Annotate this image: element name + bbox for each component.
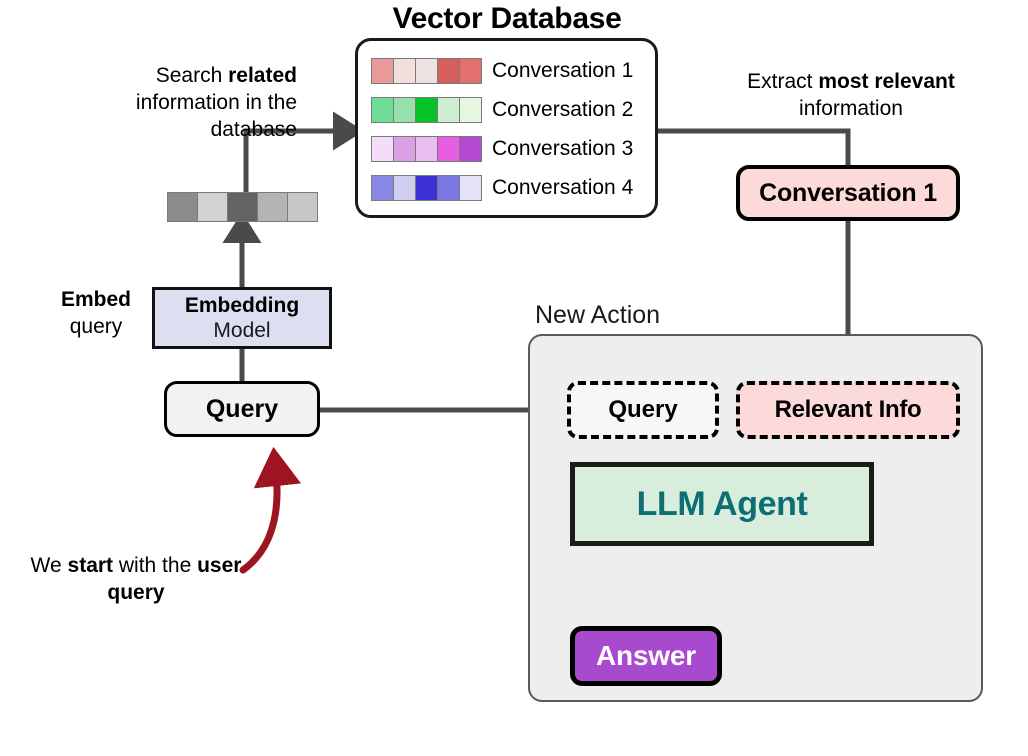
vector-cell-2: [393, 97, 416, 123]
vector-cell-4: [437, 97, 460, 123]
vector-cell-1: [371, 136, 394, 162]
vector-cell-3: [415, 97, 438, 123]
embedding-model-line1: Embedding: [184, 294, 300, 317]
vector-cell-4: [437, 136, 460, 162]
caption-embed-post: query: [69, 315, 123, 338]
caption-start-pre: We: [30, 554, 68, 577]
vector-cell-3: [415, 136, 438, 162]
vector-cell-1: [371, 97, 394, 123]
retrieved-conversation-box[interactable]: Conversation 1: [736, 165, 960, 221]
caption-start-bold: start: [67, 554, 114, 577]
conversation-4-vector: [371, 175, 482, 201]
vector-cell-1: [371, 175, 394, 201]
caption-search-post: information in the database: [135, 91, 297, 141]
caption-extract-relevant: Extract most relevant information: [740, 68, 962, 122]
conversation-row-1: Conversation 1: [371, 58, 633, 84]
wire-database-to-conversation1: [658, 128, 851, 165]
conversation-2-label: Conversation 2: [492, 98, 634, 121]
vector-cell-4: [437, 58, 460, 84]
conversation-3-vector: [371, 136, 482, 162]
vector-cell-2: [393, 175, 416, 201]
caption-embed-query: Embed query: [40, 286, 152, 340]
conversation-4-label: Conversation 4: [492, 176, 634, 199]
vector-cell-5: [459, 58, 482, 84]
conversation-1-label: Conversation 1: [492, 59, 634, 82]
conversation-row-2: Conversation 2: [371, 97, 633, 123]
vector-cell-2: [197, 192, 228, 222]
conversation-2-vector: [371, 97, 482, 123]
caption-embed-bold: Embed: [60, 288, 131, 311]
conversation-row-3: Conversation 3: [371, 136, 633, 162]
vector-cell-1: [167, 192, 198, 222]
vector-cell-5: [459, 136, 482, 162]
vector-cell-5: [287, 192, 318, 222]
caption-start-user-query: We start with the user query: [26, 552, 246, 606]
caption-extract-post: information: [799, 97, 903, 120]
new-action-relevant-info-box[interactable]: Relevant Info: [736, 381, 960, 439]
conversation-3-label: Conversation 3: [492, 137, 634, 160]
caption-extract-bold: most relevant: [818, 70, 955, 93]
caption-start-bold2: user query: [107, 554, 242, 604]
new-action-panel-label: New Action: [535, 301, 661, 329]
vector-cell-3: [227, 192, 258, 222]
vector-cell-3: [415, 175, 438, 201]
conversation-1-vector: [371, 58, 482, 84]
query-vector-swatches: [167, 192, 318, 222]
vector-cell-2: [393, 136, 416, 162]
vector-database-panel: Conversation 1 Conversation 2 Conversati…: [355, 38, 658, 218]
answer-box[interactable]: Answer: [570, 626, 722, 686]
embedding-model-line2: Model: [213, 319, 271, 342]
vector-cell-5: [459, 97, 482, 123]
vector-cell-4: [257, 192, 288, 222]
vector-database-title: Vector Database: [392, 2, 622, 35]
vector-cell-1: [371, 58, 394, 84]
conversation-row-4: Conversation 4: [371, 175, 633, 201]
caption-search-pre: Search: [155, 64, 229, 87]
new-action-query-box[interactable]: Query: [567, 381, 719, 439]
wire-start-here-red-arrow: [239, 446, 302, 574]
vector-cell-2: [393, 58, 416, 84]
llm-agent-box[interactable]: LLM Agent: [570, 462, 874, 546]
caption-extract-pre: Extract: [747, 70, 819, 93]
caption-search-related: Search related information in the databa…: [62, 62, 297, 143]
vector-cell-5: [459, 175, 482, 201]
caption-start-mid: with the: [113, 554, 198, 577]
caption-search-bold: related: [228, 64, 297, 87]
embedding-model-box[interactable]: Embedding Model: [152, 287, 332, 349]
vector-cell-3: [415, 58, 438, 84]
query-box[interactable]: Query: [164, 381, 320, 437]
vector-cell-4: [437, 175, 460, 201]
